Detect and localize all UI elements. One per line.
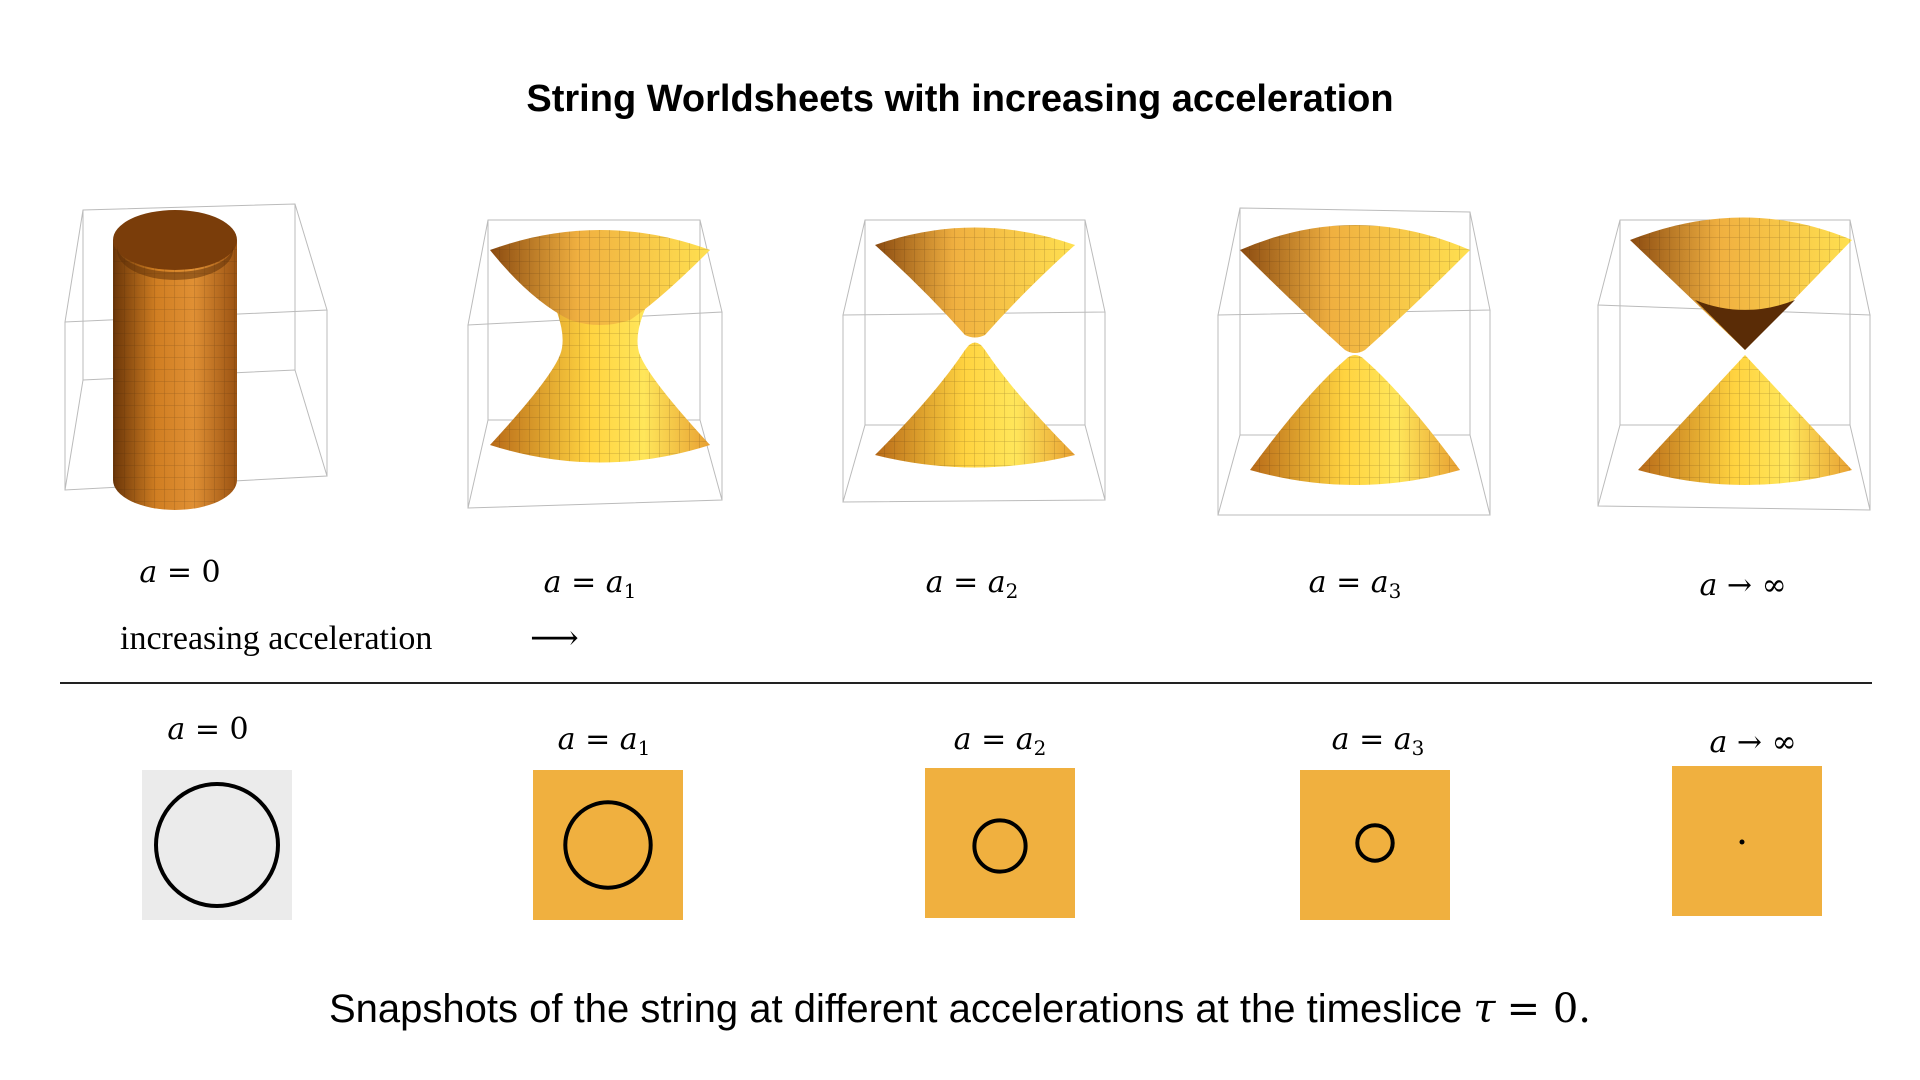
section-divider: [60, 682, 1872, 684]
string-point: [1739, 839, 1745, 845]
string-loop: [1355, 823, 1395, 863]
snapshot-label-0: a = 0: [167, 712, 249, 747]
cone-surface: [1597, 217, 1871, 511]
snapshot-panel-0: [142, 770, 292, 920]
snapshot-panel-3: [1300, 770, 1450, 920]
snapshot-background: [925, 768, 1075, 918]
surface-label-4: a → ∞: [1699, 568, 1787, 603]
snapshot-label-4: a → ∞: [1709, 725, 1797, 760]
increasing-acceleration-label: increasing acceleration: [120, 620, 433, 657]
snapshot-panel-2: [925, 768, 1075, 918]
snapshot-background: [533, 770, 683, 920]
string-loop: [563, 800, 653, 890]
surface-label-0: a = 0: [139, 555, 221, 590]
snapshot-background: [142, 770, 292, 920]
string-loop: [154, 782, 280, 908]
figure-caption: Snapshots of the string at different acc…: [328, 986, 1592, 1032]
snapshot-label-3: a = a3: [1331, 722, 1425, 760]
hyperboloid-surface-3: [1217, 207, 1491, 516]
snapshot-panel-1: [533, 770, 683, 920]
cylinder-surface: [64, 203, 328, 510]
long-right-arrow-icon: ⟶: [530, 618, 579, 658]
hyperboloid-surface-2: [842, 219, 1106, 503]
snapshot-background: [1672, 766, 1822, 916]
snapshot-label-1: a = a1: [557, 722, 651, 760]
surface-label-1: a = a1: [543, 565, 637, 603]
snapshot-label-2: a = a2: [953, 722, 1047, 760]
figure-title: String Worldsheets with increasing accel…: [526, 78, 1394, 120]
surface-label-3: a = a3: [1308, 565, 1402, 603]
snapshot-background: [1300, 770, 1450, 920]
surface-label-2: a = a2: [925, 565, 1019, 603]
snapshot-panel-4: [1672, 766, 1822, 916]
hyperboloid-surface-1: [467, 219, 723, 509]
string-loop: [972, 818, 1028, 874]
